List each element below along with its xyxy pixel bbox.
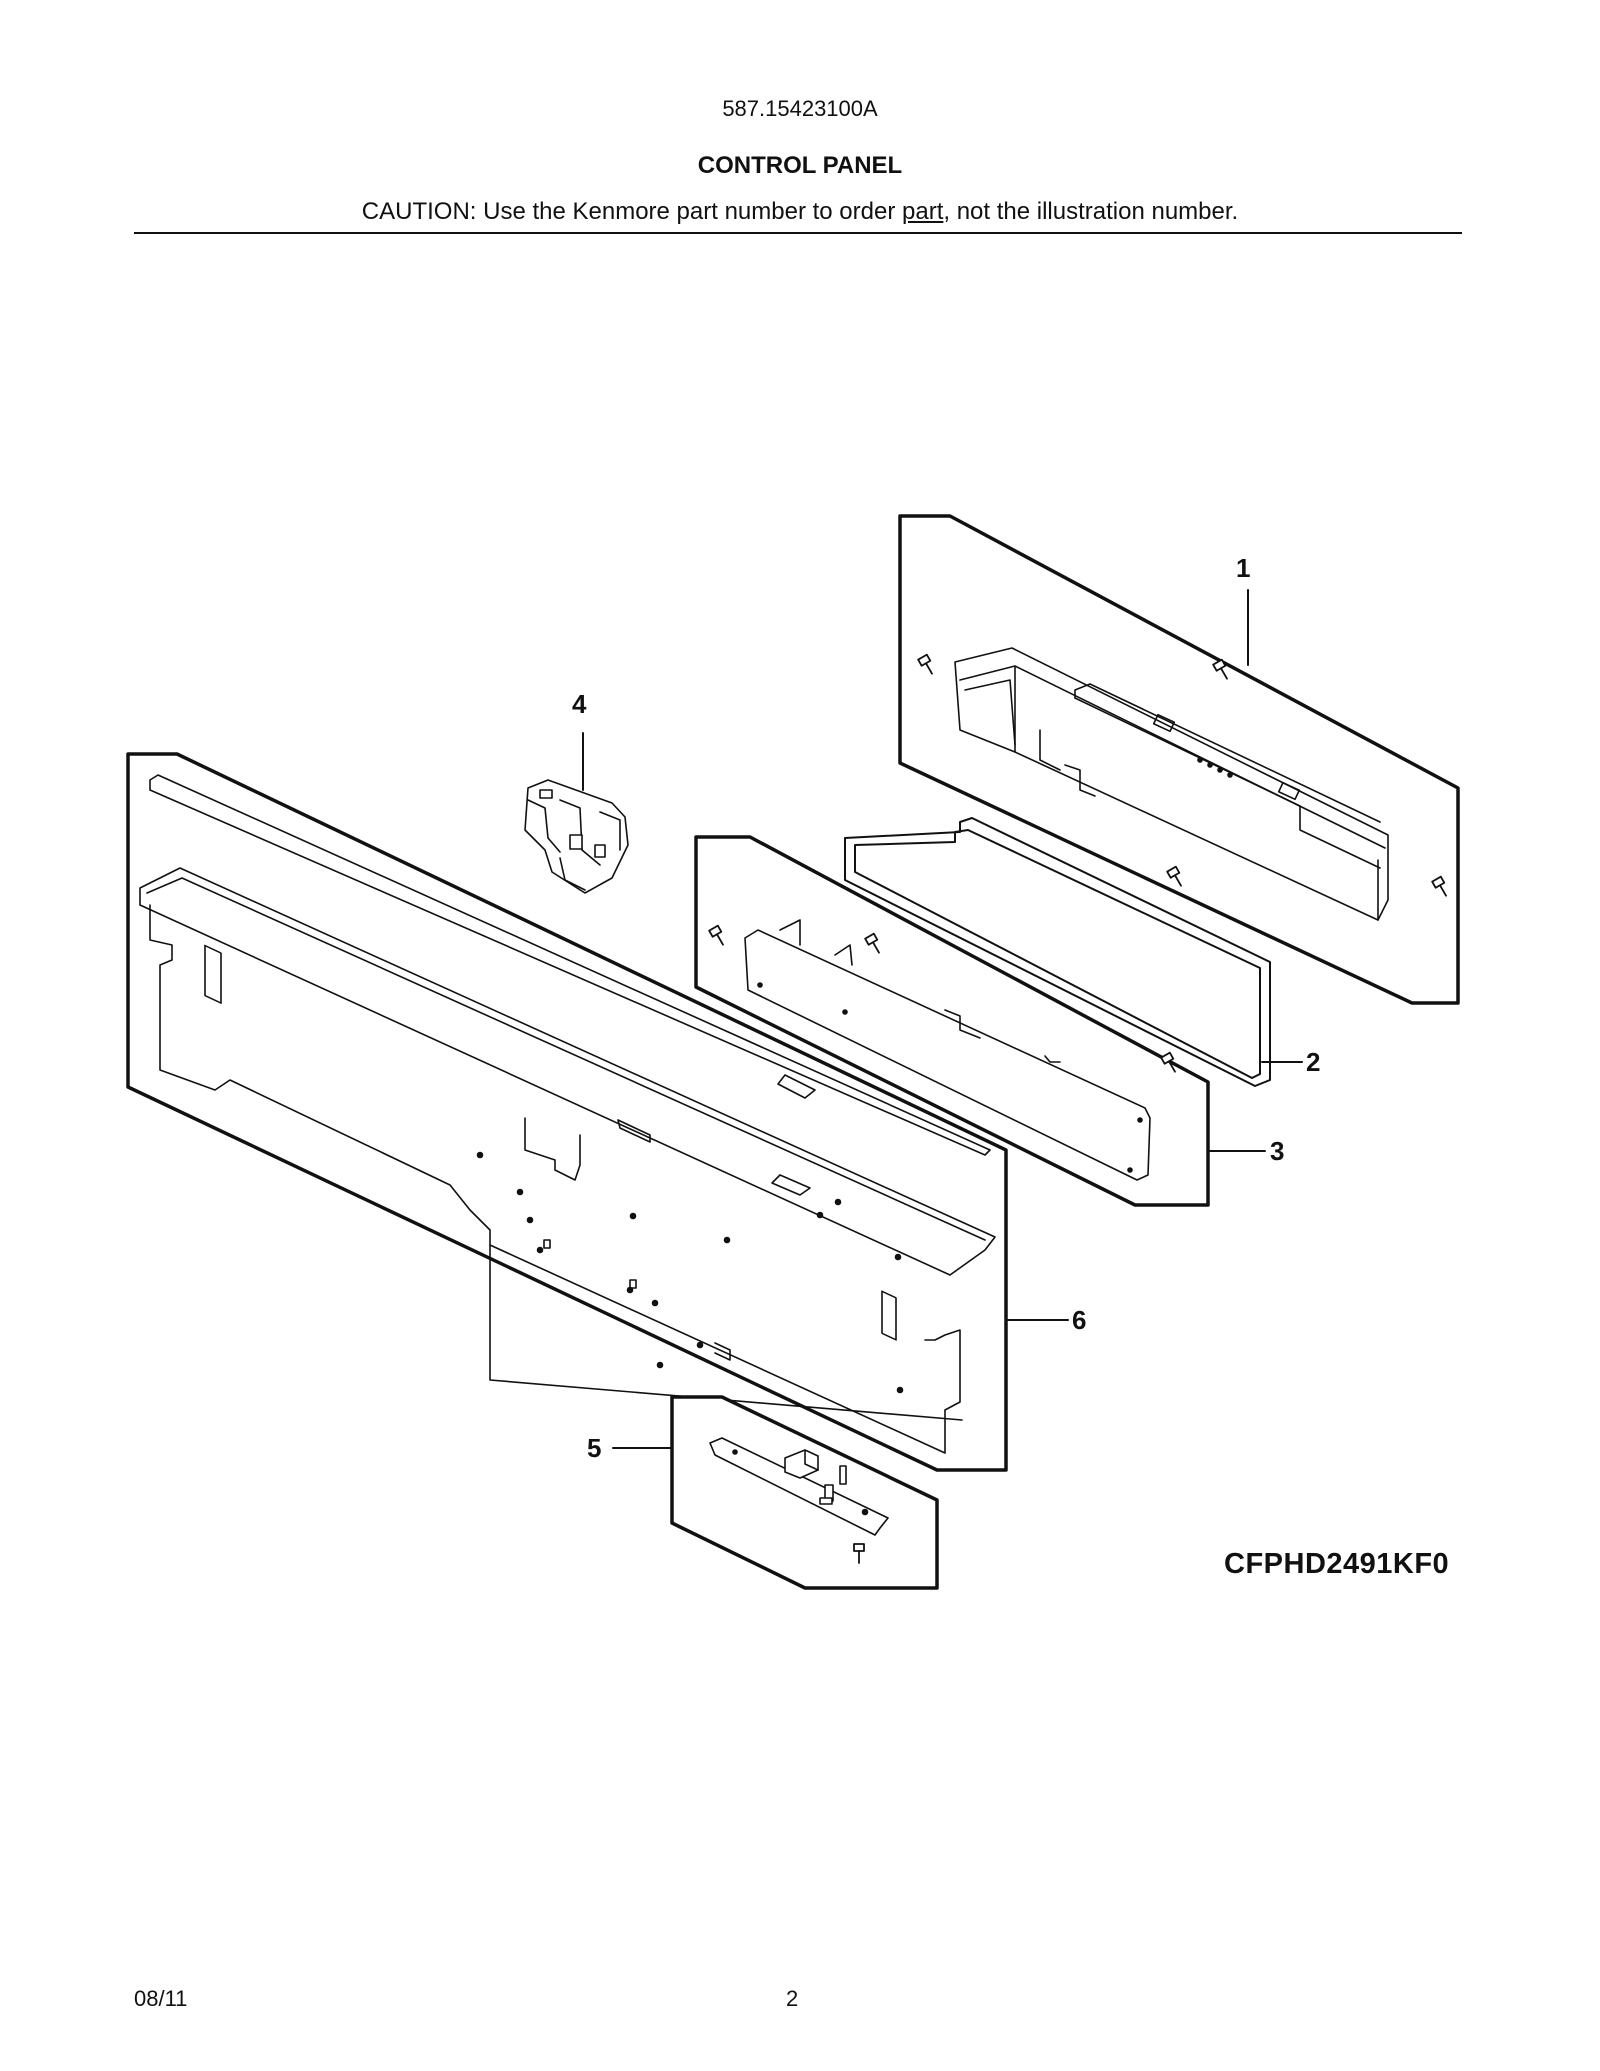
callout-4: 4: [572, 689, 587, 719]
console-panel: [139, 774, 996, 1454]
page-title: CONTROL PANEL: [697, 152, 903, 179]
gasket: [844, 817, 1271, 1087]
callout-6: 6: [1072, 1305, 1086, 1335]
callout-1: 1: [1236, 553, 1250, 583]
panel-housing: [954, 647, 1389, 921]
board-screws: [708, 924, 1176, 1073]
caution-part-link[interactable]: part: [902, 198, 944, 225]
caution-text: CAUTION: Use the Kenmore part number to …: [361, 198, 902, 225]
header-rule: [134, 232, 1462, 234]
sensor-board: [709, 1437, 889, 1536]
model-number: 587.15423100A: [722, 96, 878, 121]
housing-screws: [917, 653, 1447, 897]
caution-text-end: , not the illustration number.: [943, 198, 1239, 225]
diagram-code: CFPHD2491KF0: [1224, 1548, 1450, 1580]
footer-date: 08/11: [134, 1986, 188, 2011]
callout-5: 5: [587, 1433, 601, 1463]
callout-3: 3: [1270, 1136, 1284, 1166]
door-switch: [524, 779, 629, 894]
footer-page-number: 2: [786, 1986, 799, 2011]
sensor-screw: [853, 1543, 865, 1564]
control-board: [744, 919, 1151, 1181]
group-frame-6: [126, 752, 1008, 1472]
callout-2: 2: [1306, 1047, 1320, 1077]
caution-note: CAUTION: Use the Kenmore part number to …: [0, 198, 1600, 226]
